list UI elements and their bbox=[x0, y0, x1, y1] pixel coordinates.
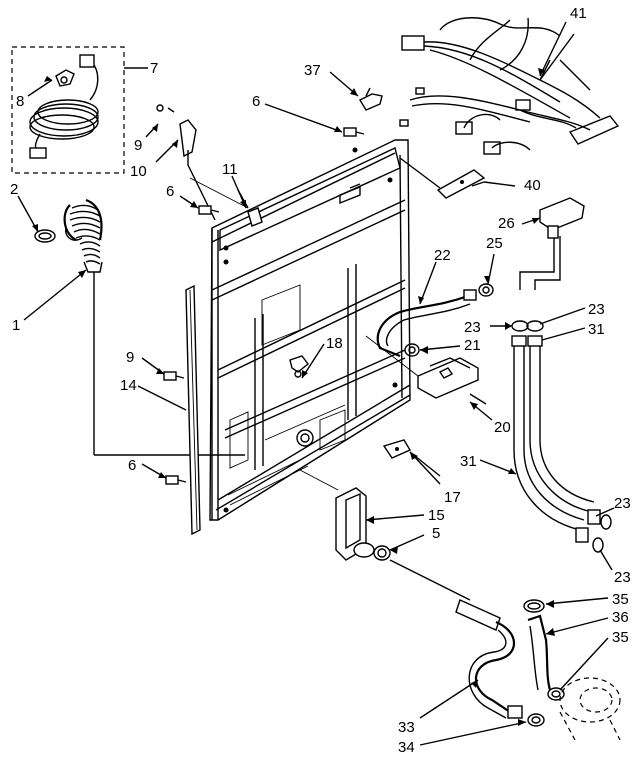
callout-2: 2 bbox=[10, 181, 18, 198]
callout-11: 11 bbox=[222, 161, 238, 178]
callout-35: 35 bbox=[612, 591, 629, 608]
callout-31: 31 bbox=[588, 321, 605, 338]
callout-34: 34 bbox=[398, 739, 415, 756]
callout-20: 20 bbox=[494, 419, 511, 436]
callout-10: 10 bbox=[130, 163, 147, 180]
wire-clip bbox=[359, 87, 383, 111]
callout-23: 23 bbox=[588, 301, 605, 318]
water-valve bbox=[519, 197, 585, 290]
screws bbox=[163, 127, 365, 485]
drain-hose bbox=[34, 198, 245, 456]
callout-labels: 41 7 37 8 6 9 10 11 40 2 6 26 25 22 23 2… bbox=[10, 5, 631, 756]
callout-40: 40 bbox=[524, 177, 541, 194]
callout-17: 17 bbox=[444, 489, 461, 506]
drain-elbow bbox=[299, 469, 471, 601]
callout-23: 23 bbox=[614, 495, 631, 512]
callout-33: 33 bbox=[398, 719, 415, 736]
rear-panel bbox=[156, 104, 411, 521]
callout-1: 1 bbox=[12, 317, 20, 334]
callout-7: 7 bbox=[150, 60, 158, 77]
fill-hose-22 bbox=[376, 283, 494, 358]
callout-5: 5 bbox=[432, 525, 440, 542]
callout-9: 9 bbox=[134, 137, 142, 154]
lower-hoses bbox=[455, 599, 621, 741]
inlet-hoses bbox=[511, 320, 612, 553]
callout-6: 6 bbox=[128, 457, 136, 474]
callout-21: 21 bbox=[464, 337, 481, 354]
dispenser-assembly bbox=[365, 335, 487, 405]
callout-14: 14 bbox=[120, 377, 137, 394]
bracket-40 bbox=[399, 157, 516, 199]
callout-41: 41 bbox=[570, 5, 587, 22]
callout-35: 35 bbox=[612, 629, 629, 646]
callout-6: 6 bbox=[166, 183, 174, 200]
callout-23: 23 bbox=[614, 569, 631, 586]
callout-31: 31 bbox=[460, 453, 477, 470]
leader-arrowheads bbox=[32, 68, 555, 726]
callout-9: 9 bbox=[126, 349, 134, 366]
side-rail bbox=[185, 284, 201, 536]
callout-37: 37 bbox=[304, 62, 321, 79]
wire-harness bbox=[399, 17, 620, 155]
callout-15: 15 bbox=[428, 507, 445, 524]
callout-25: 25 bbox=[486, 235, 503, 252]
callout-18: 18 bbox=[326, 335, 343, 352]
callout-36: 36 bbox=[612, 609, 629, 626]
callout-22: 22 bbox=[434, 247, 451, 264]
power-cord-kit bbox=[11, 46, 148, 174]
callout-6: 6 bbox=[252, 93, 260, 110]
callout-26: 26 bbox=[498, 215, 515, 232]
callout-8: 8 bbox=[16, 93, 24, 110]
callout-23: 23 bbox=[464, 319, 481, 336]
